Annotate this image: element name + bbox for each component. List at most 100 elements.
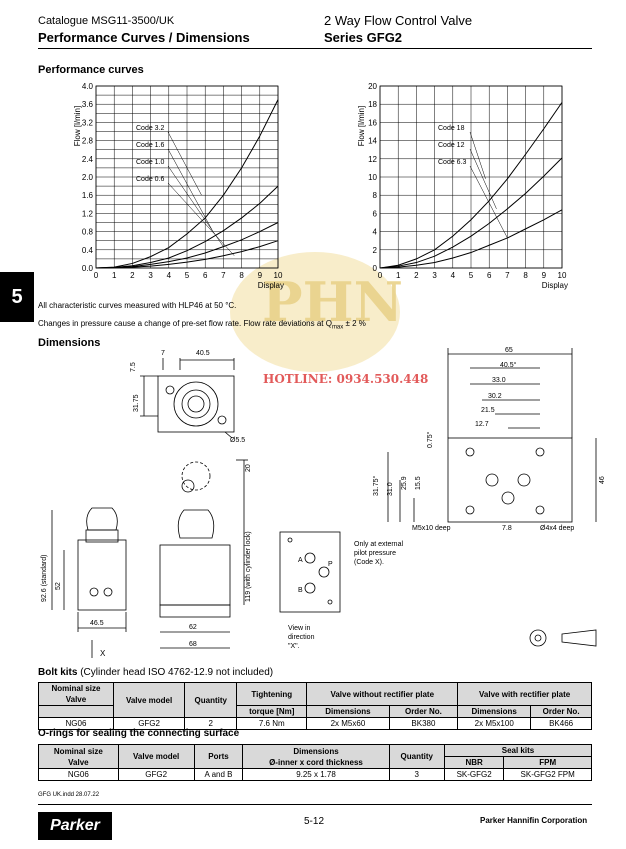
x-tick-label: 0 bbox=[378, 271, 383, 280]
performance-heading: Performance curves bbox=[38, 64, 144, 76]
dim-0-75: 0.75° bbox=[426, 431, 434, 448]
dim-12-7: 12.7 bbox=[475, 421, 489, 428]
mount-hole-br bbox=[217, 415, 227, 425]
dim-46-5: 46.5 bbox=[90, 620, 104, 627]
dim-25-9: 25.9 bbox=[401, 476, 408, 490]
col-dims-1: Dimensions bbox=[306, 705, 390, 718]
y-tick-label: 10 bbox=[368, 173, 377, 182]
x-axis-label: Display bbox=[258, 281, 284, 290]
bolt-kits-heading: Bolt kits (Cylinder head ISO 4762-12.9 n… bbox=[38, 667, 274, 678]
cylinder-lock-outline bbox=[181, 461, 211, 491]
view-label-line2: direction bbox=[288, 634, 315, 641]
x-tick-label: 6 bbox=[203, 271, 208, 280]
col-without: Valve without rectifier plate bbox=[306, 682, 459, 706]
dim-7-8: 7.8 bbox=[502, 525, 512, 532]
dim-20: 20 bbox=[245, 464, 252, 472]
parker-logo: Parker bbox=[38, 812, 112, 840]
port-p-label: P bbox=[328, 561, 333, 568]
pin-hole-callout: Ø4x4 deep bbox=[540, 525, 574, 532]
dim-33: 33.0 bbox=[492, 377, 506, 384]
dim-7-5: 7.5 bbox=[130, 362, 137, 372]
port-a-label: A bbox=[298, 557, 303, 564]
y-tick-label: 4.0 bbox=[82, 82, 94, 91]
y-tick-label: 2 bbox=[373, 246, 378, 255]
y-tick-label: 6 bbox=[373, 209, 378, 218]
company-name: Parker Hannifin Corporation bbox=[480, 816, 588, 825]
view-label-line3: "X". bbox=[288, 643, 300, 650]
y-tick-label: 3.6 bbox=[82, 100, 94, 109]
x-axis-label: Display bbox=[542, 281, 568, 290]
x-tick-label: 4 bbox=[451, 271, 456, 280]
col-with: Valve with rectifier plate bbox=[457, 682, 592, 706]
series-leader-2 bbox=[167, 165, 224, 247]
series-label-1: Code 12 bbox=[438, 142, 465, 149]
watermark-logo: PHN bbox=[262, 270, 403, 334]
series-leader-1 bbox=[469, 148, 497, 209]
x-tick-label: 6 bbox=[487, 271, 492, 280]
pilot-note-line3: (Code X). bbox=[354, 559, 384, 566]
mount-hole-tl bbox=[165, 385, 175, 395]
mounting-pattern bbox=[447, 437, 573, 523]
x-tick-label: 4 bbox=[167, 271, 172, 280]
col-torque-unit: torque [Nm] bbox=[236, 705, 308, 718]
y-tick-label: 20 bbox=[368, 82, 377, 91]
col-seal-kits: Seal kits bbox=[443, 744, 593, 757]
dim-65: 65 bbox=[505, 347, 513, 354]
x-tick-label: 7 bbox=[221, 271, 226, 280]
col-order-1: Order No. bbox=[388, 705, 459, 718]
top-view-knob bbox=[173, 381, 219, 427]
x-tick-label: 9 bbox=[542, 271, 547, 280]
page-title: Performance Curves / Dimensions bbox=[38, 30, 250, 45]
curves-note: All characteristic curves measured with … bbox=[38, 301, 237, 310]
table-row: NG06 GFG2 A and B 9.25 x 1.78 3 SK-GFG2 … bbox=[38, 768, 592, 781]
y-axis-label: Flow [l/min] bbox=[73, 106, 82, 146]
x-tick-label: 0 bbox=[94, 271, 99, 280]
series-label-0: Code 18 bbox=[438, 125, 465, 132]
y-tick-label: 2.8 bbox=[82, 137, 94, 146]
x-tick-label: 2 bbox=[414, 271, 419, 280]
series-label-3: Code 0.6 bbox=[136, 176, 165, 183]
view-label-line1: View in bbox=[288, 625, 311, 632]
dim-40-5: 40.5 bbox=[196, 350, 210, 357]
col-valve-sub bbox=[38, 705, 114, 718]
y-tick-label: 2.4 bbox=[82, 155, 94, 164]
dim-d5-5: Ø5.5 bbox=[230, 437, 245, 444]
front-view-knob bbox=[86, 507, 118, 531]
y-tick-label: 18 bbox=[368, 100, 377, 109]
x-tick-label: 3 bbox=[432, 271, 437, 280]
series-label-2: Code 6.3 bbox=[438, 159, 467, 166]
series-line-0 bbox=[379, 102, 563, 269]
series-label-1: Code 1.6 bbox=[136, 142, 165, 149]
y-tick-label: 0.0 bbox=[82, 264, 94, 273]
series-leader-3 bbox=[167, 182, 235, 256]
dimensions-heading: Dimensions bbox=[38, 337, 101, 349]
table-row: NG06 GFG2 2 7.6 Nm 2x M5x60 BK380 2x M5x… bbox=[38, 717, 592, 730]
y-tick-label: 0.8 bbox=[82, 228, 94, 237]
product-name: 2 Way Flow Control Valve bbox=[324, 13, 473, 28]
col-ports: Ports bbox=[193, 744, 244, 769]
y-tick-label: 1.2 bbox=[82, 209, 94, 218]
front-view-body bbox=[77, 539, 127, 611]
dim-40-5-deg: 40.5° bbox=[500, 361, 517, 369]
orings-heading: O-rings for sealing the connecting surfa… bbox=[38, 728, 240, 739]
dim-119: 119 (with cylinder lock) bbox=[245, 531, 252, 602]
thread-callout: M5x10 deep bbox=[412, 525, 451, 532]
x-tick-label: 1 bbox=[396, 271, 401, 280]
top-view-body bbox=[157, 375, 235, 433]
col-torque: Tightening bbox=[236, 682, 308, 706]
chapter-tab: 5 bbox=[0, 272, 34, 322]
col-dims-2: Dimensions bbox=[457, 705, 532, 718]
plot-frame bbox=[95, 85, 279, 269]
catalogue-number: Catalogue MSG11-3500/UK bbox=[38, 15, 175, 27]
y-tick-label: 0.4 bbox=[82, 246, 94, 255]
col-quantity: Quantity bbox=[388, 744, 445, 769]
series-line-2 bbox=[379, 209, 563, 269]
x-tick-label: 8 bbox=[523, 271, 528, 280]
series-line-0 bbox=[95, 99, 279, 269]
pilot-note-line2: pilot pressure bbox=[354, 550, 396, 557]
